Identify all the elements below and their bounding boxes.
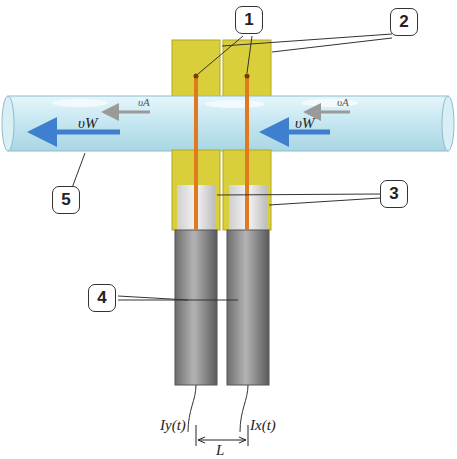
probe-wire — [245, 76, 249, 230]
callout-number: 3 — [389, 184, 398, 204]
callout-box: 4 — [88, 284, 116, 312]
signal-label: υW — [295, 116, 314, 131]
signal-label: L — [216, 443, 224, 458]
probe-wire — [194, 76, 198, 230]
signal-label: υW — [78, 116, 97, 131]
callout-box: 5 — [52, 186, 80, 214]
callout-number: 5 — [61, 190, 70, 210]
coax-cable — [175, 230, 217, 385]
air-arrow — [312, 111, 350, 114]
callout-number: 4 — [97, 288, 106, 308]
signal-label: Ix(t) — [250, 418, 276, 433]
signal-label: υA — [138, 97, 150, 108]
dimension-line — [196, 425, 197, 446]
signal-label: Iy(t) — [160, 418, 186, 433]
callout-box: 3 — [380, 180, 408, 208]
callout-number: 1 — [244, 10, 253, 30]
signal-label: υA — [337, 97, 349, 108]
glass-tube — [8, 96, 448, 151]
signal-wire — [240, 385, 248, 432]
callout-number: 2 — [399, 12, 408, 32]
callout-box: 1 — [235, 6, 263, 34]
coax-cable — [227, 230, 269, 385]
callout-box: 2 — [390, 8, 418, 36]
leader-lines — [72, 34, 392, 300]
signal-wire — [188, 385, 196, 432]
air-arrow — [110, 111, 150, 114]
dimension-line — [198, 440, 246, 441]
dimension-line — [248, 425, 249, 446]
